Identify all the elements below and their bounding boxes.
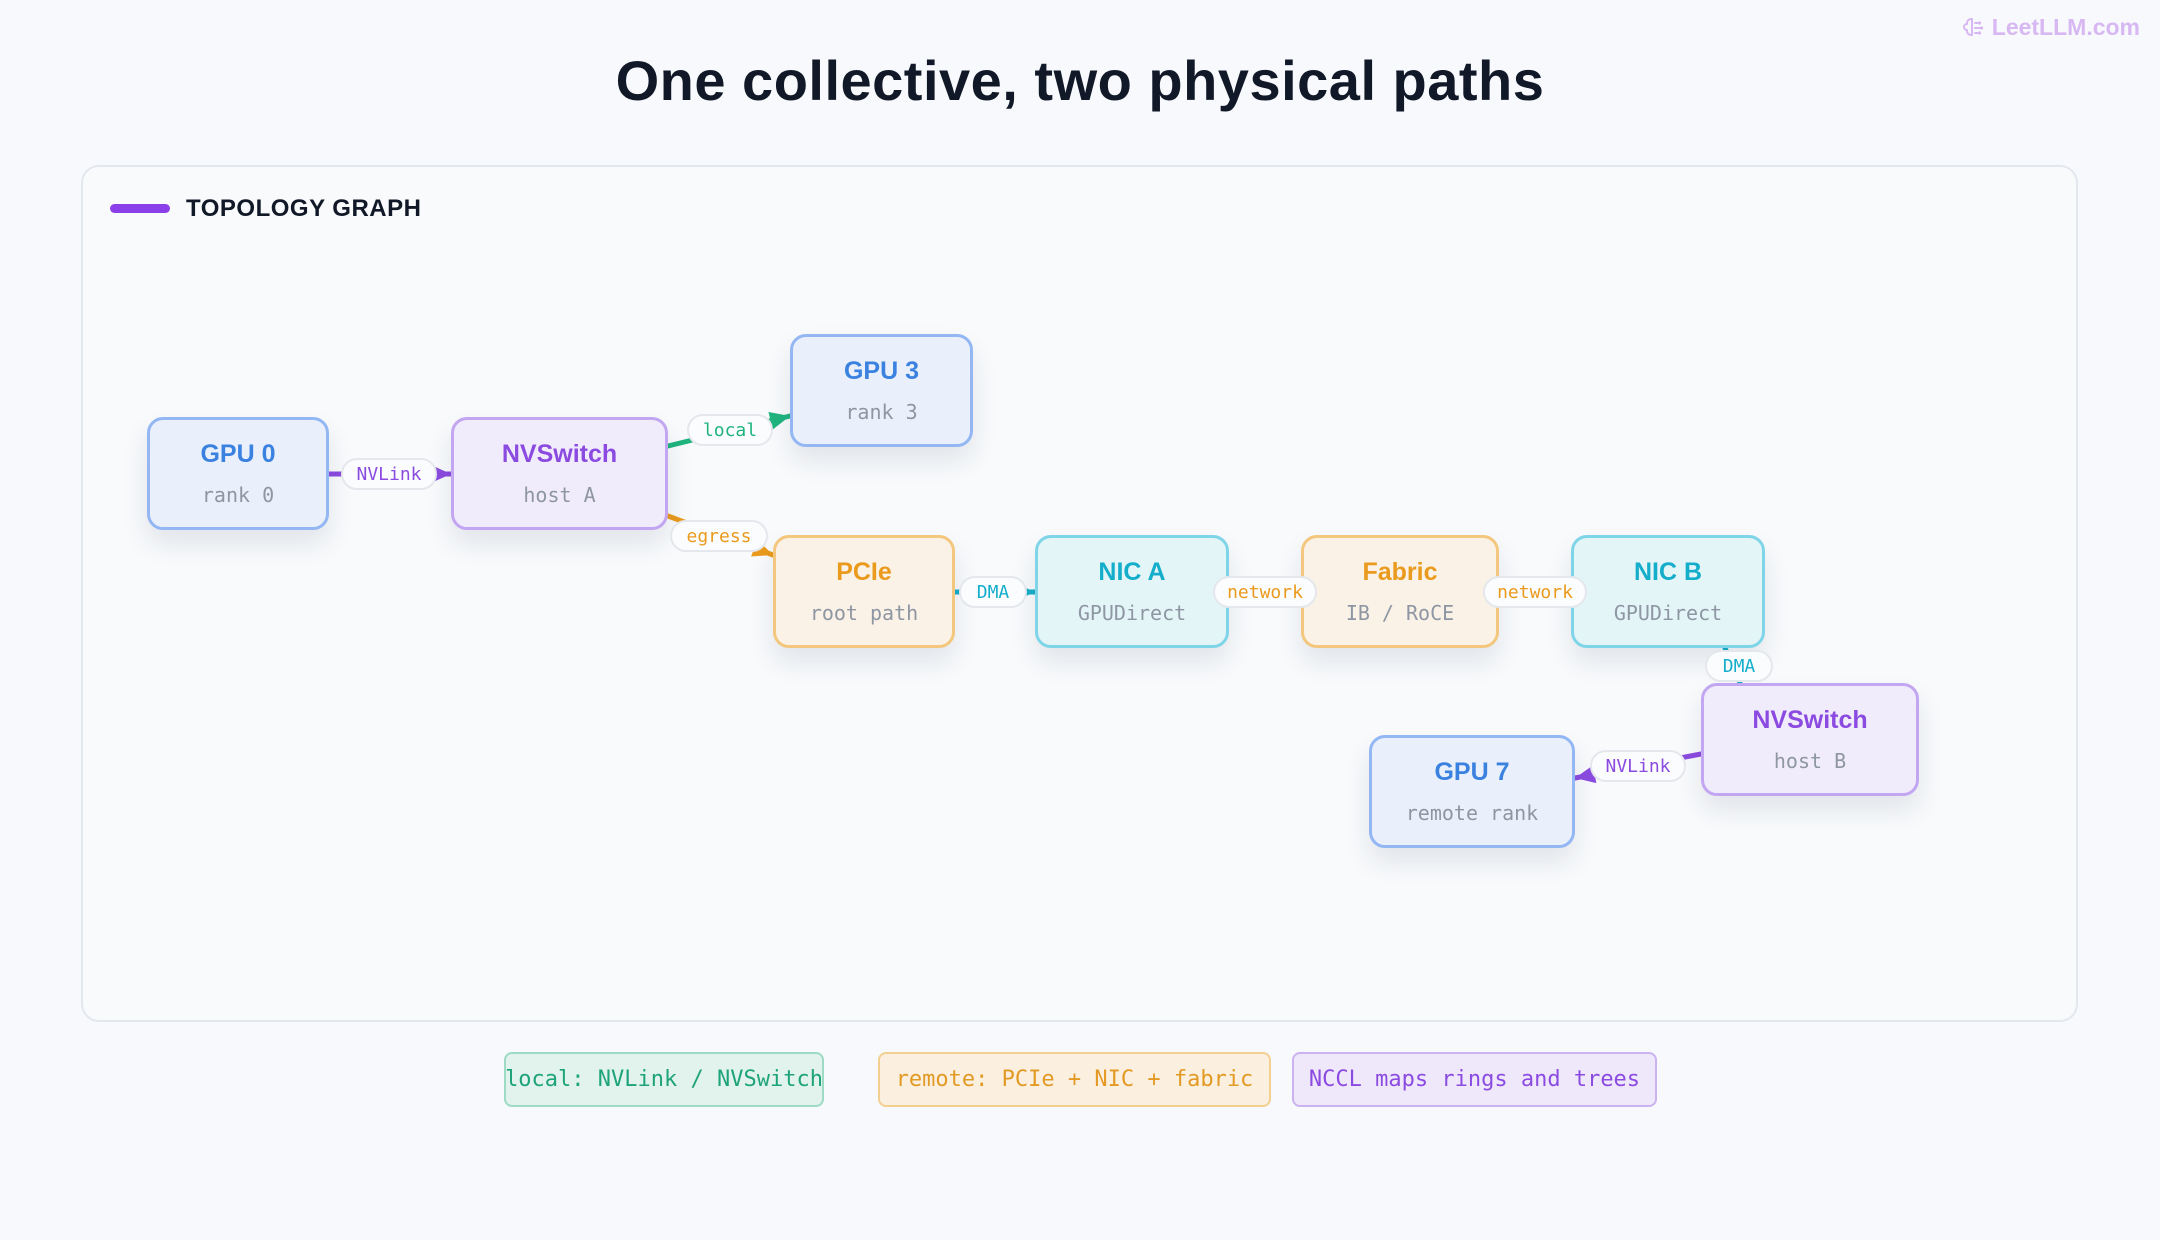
node-title: NIC A <box>1098 558 1166 586</box>
node-subtitle: rank 0 <box>201 483 275 507</box>
edge-label-nvlink: NVLink <box>341 458 437 490</box>
edge-label-egress: egress <box>670 520 768 552</box>
panel-accent-bar <box>110 204 170 213</box>
node-title: Fabric <box>1362 558 1438 586</box>
edge-label-network: network <box>1483 576 1587 608</box>
edge-label-local: local <box>687 414 773 446</box>
node-title: NVSwitch <box>501 440 618 468</box>
node-subtitle: root path <box>809 601 919 625</box>
node-subtitle: GPUDirect <box>1077 601 1187 625</box>
edge-label-network: network <box>1213 576 1317 608</box>
node-title: NVSwitch <box>1752 706 1868 734</box>
node-title: GPU 7 <box>1434 758 1510 786</box>
edge-label-dma: DMA <box>1705 650 1773 682</box>
node-subtitle: host A <box>523 483 596 507</box>
node-subtitle: rank 3 <box>845 400 918 424</box>
edge-label-dma: DMA <box>959 576 1027 608</box>
node-subtitle: IB / RoCE <box>1345 601 1455 625</box>
panel-label: TOPOLOGY GRAPH <box>186 195 422 222</box>
legend-item-1: remote: PCIe + NIC + fabric <box>878 1052 1271 1107</box>
node-subtitle: GPUDirect <box>1613 601 1723 625</box>
brain-icon <box>1962 17 1983 36</box>
node-nic-a[interactable]: NIC A GPUDirect <box>1035 535 1229 648</box>
node-title: GPU 3 <box>843 357 920 385</box>
node-fabric[interactable]: Fabric IB / RoCE <box>1301 535 1499 648</box>
node-subtitle: host B <box>1773 749 1847 773</box>
legend-item-0: local: NVLink / NVSwitch <box>504 1052 824 1107</box>
node-nic-b[interactable]: NIC B GPUDirect <box>1571 535 1765 648</box>
node-nvswitch-a[interactable]: NVSwitch host A <box>451 417 668 530</box>
legend-item-2: NCCL maps rings and trees <box>1292 1052 1657 1107</box>
node-title: PCIe <box>836 558 892 586</box>
brand-text: LeetLLM.com <box>1991 14 2140 40</box>
node-title: GPU 0 <box>200 440 276 468</box>
node-pcie[interactable]: PCIe root path <box>773 535 955 648</box>
node-subtitle: remote rank <box>1405 801 1539 825</box>
edge-label-nvlink: NVLink <box>1590 750 1686 782</box>
brand-logo: LeetLLM.com <box>1962 14 2140 41</box>
node-gpu7[interactable]: GPU 7 remote rank <box>1369 735 1575 848</box>
edge-arrowhead <box>768 412 790 430</box>
node-gpu0[interactable]: GPU 0 rank 0 <box>147 417 329 530</box>
page-title: One collective, two physical paths <box>615 49 1545 112</box>
node-title: NIC B <box>1633 558 1703 586</box>
node-gpu3[interactable]: GPU 3 rank 3 <box>790 334 973 447</box>
node-nvswitch-b[interactable]: NVSwitch host B <box>1701 683 1919 796</box>
